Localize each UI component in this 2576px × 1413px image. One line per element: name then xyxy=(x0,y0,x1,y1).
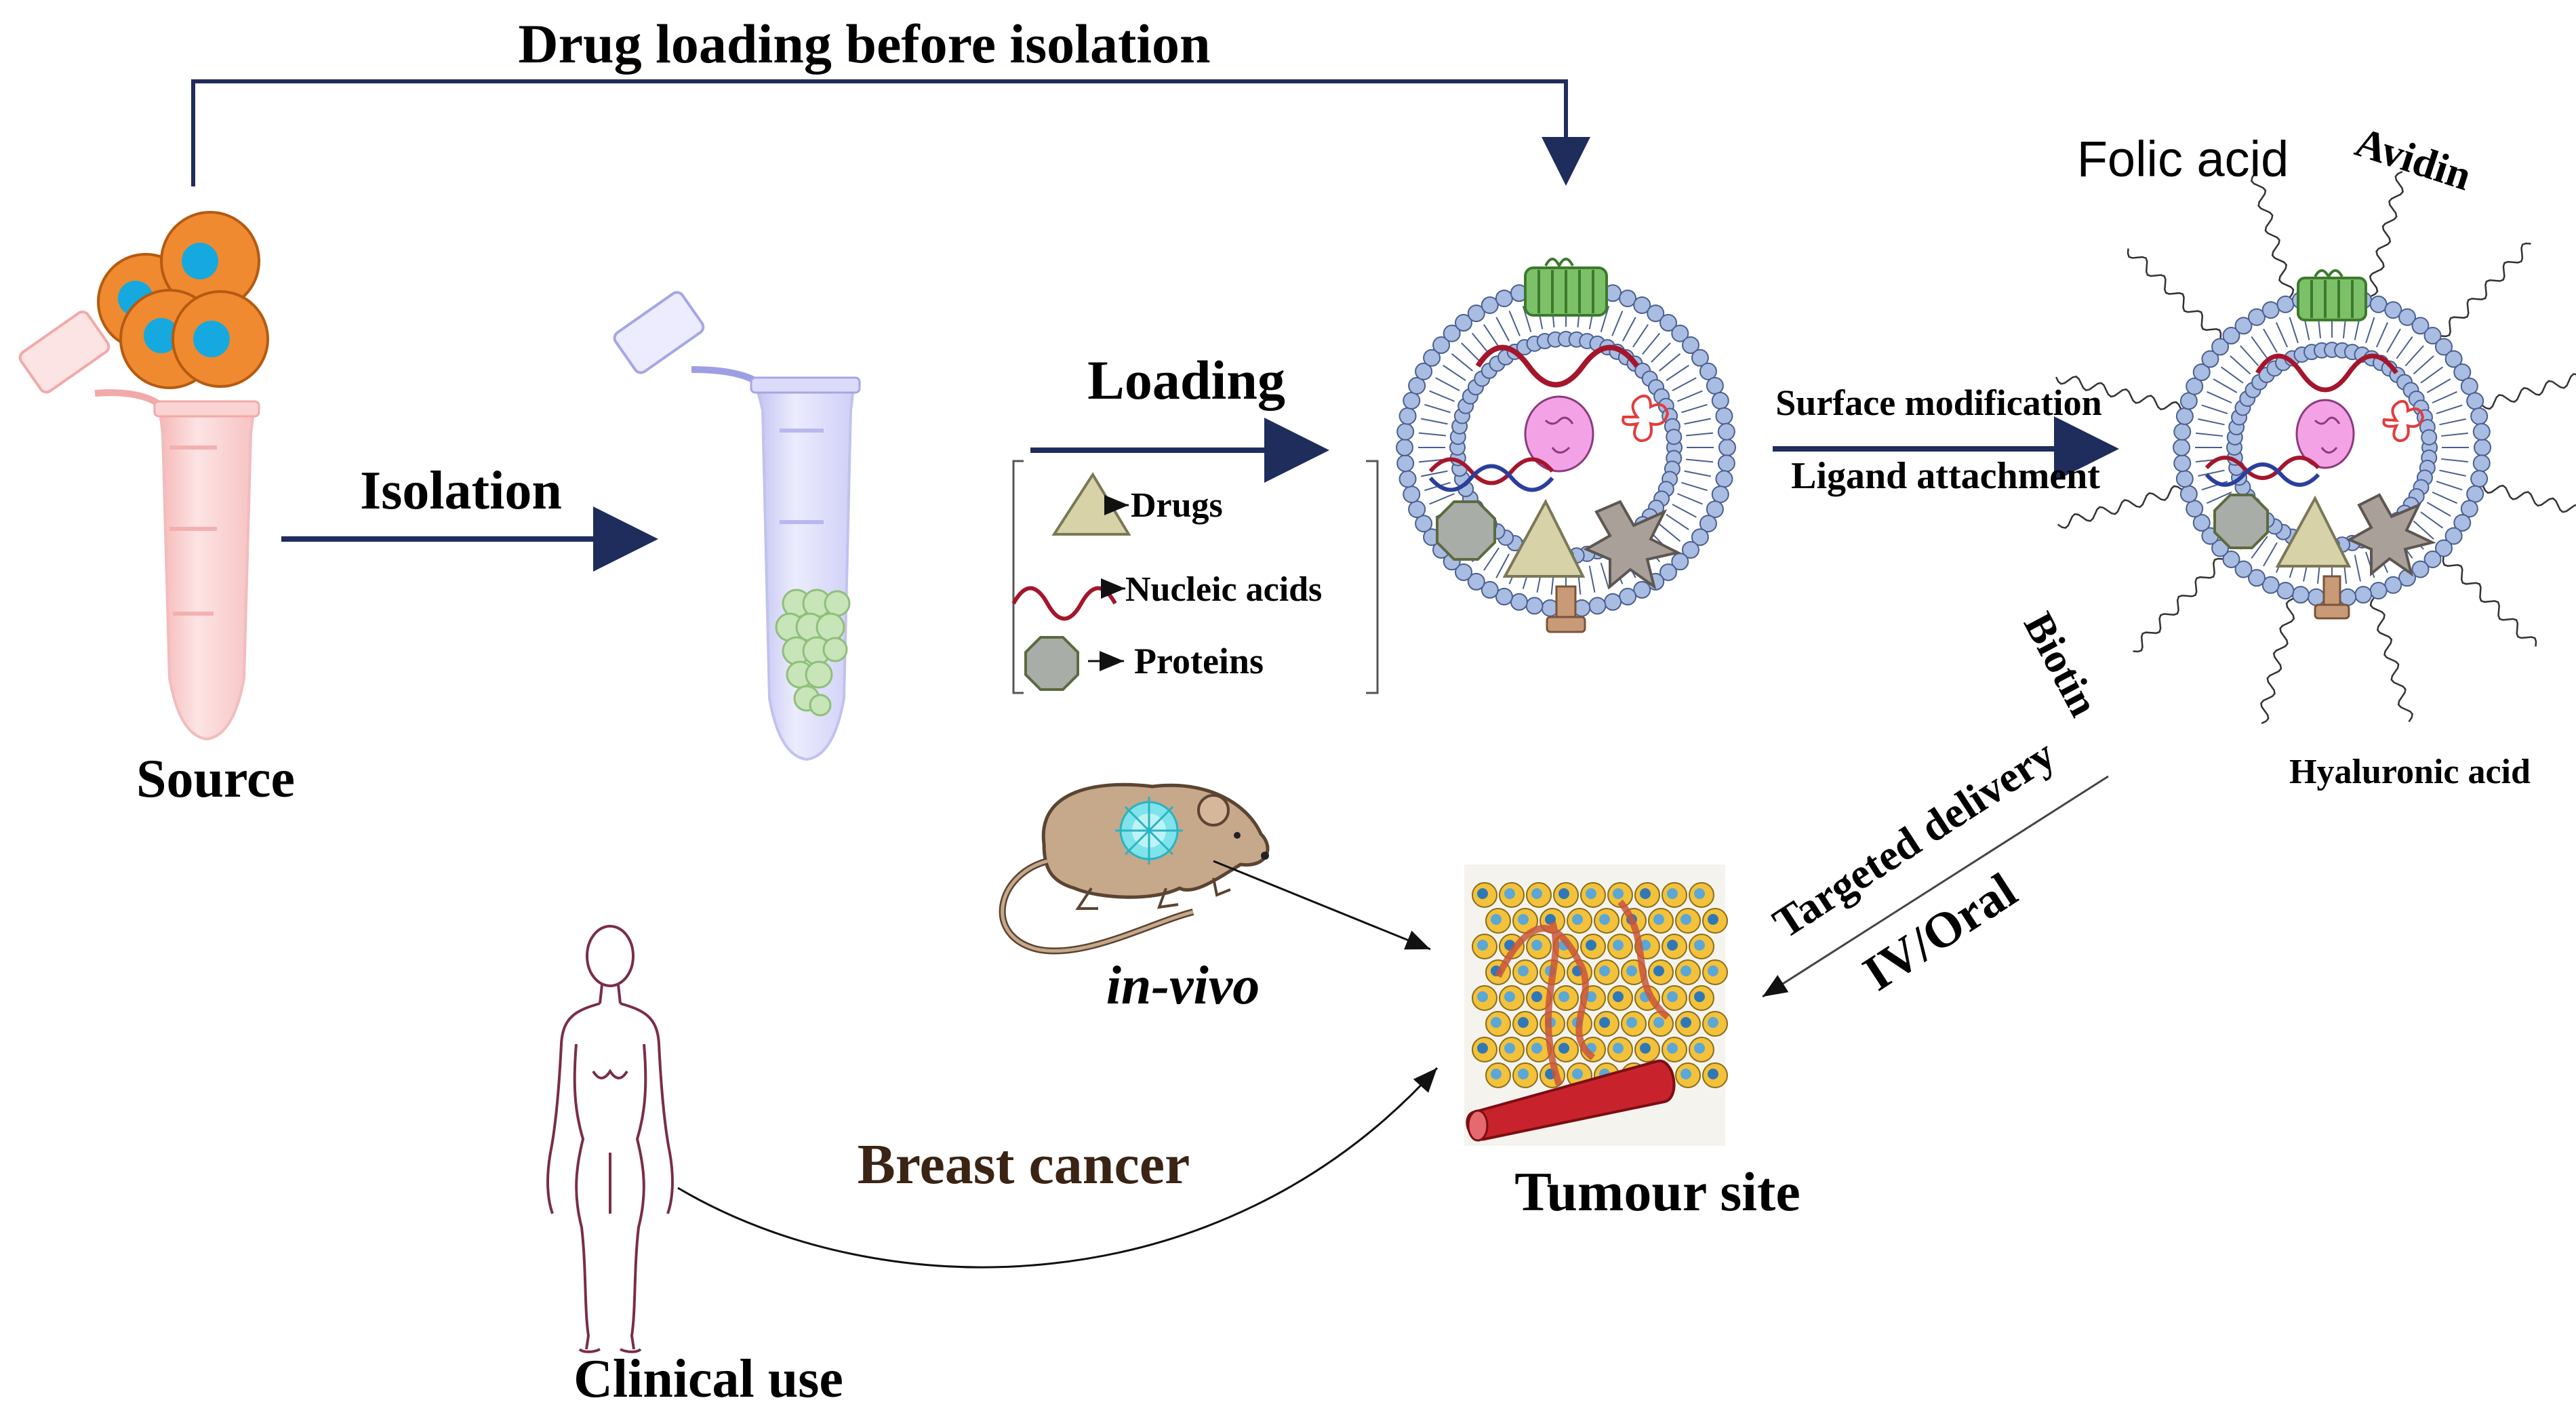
tumour-tissue-icon xyxy=(1464,864,1728,1146)
cargo-legend: Drugs Nucleic acids Proteins xyxy=(1011,460,1379,694)
source-label: Source xyxy=(136,749,295,809)
human-body-icon xyxy=(546,925,674,1353)
drug-loading-before-isolation-label: Drug loading before isolation xyxy=(518,13,1210,75)
ligand-tails xyxy=(2055,170,2576,725)
tumour-site-label: Tumour site xyxy=(1514,1161,1800,1222)
isolation-label: Isolation xyxy=(360,461,562,521)
tumour-cells xyxy=(1472,882,1728,1088)
cell-cluster-icon xyxy=(97,211,269,389)
breast-cancer-arrow xyxy=(677,1067,1438,1269)
membrane-protein-icon xyxy=(1524,258,1608,317)
surface-modification-label: Surface modification xyxy=(1775,382,2101,423)
blood-vessel-icon xyxy=(1466,1059,1676,1141)
targeted-delivery-arrow xyxy=(1762,775,2109,998)
receptor-stalk-icon xyxy=(1546,585,1586,633)
breast-cancer-label: Breast cancer xyxy=(858,1133,1190,1196)
targeted-delivery-label: Targeted delivery xyxy=(1765,730,2064,948)
loading-label: Loading xyxy=(1087,349,1285,411)
folic-acid-label: Folic acid xyxy=(2077,131,2289,187)
hyaluronic-acid-label: Hyaluronic acid xyxy=(2289,753,2531,791)
legend-proteins-label: Proteins xyxy=(1134,641,1264,681)
in-vivo-arrow xyxy=(1213,860,1431,951)
nucleic-acid-icon xyxy=(1011,586,1117,621)
clinical-use-label: Clinical use xyxy=(573,1349,843,1409)
isolated-tube-icon xyxy=(613,291,861,761)
membrane-protein-icon xyxy=(2297,269,2367,321)
legend-nucleic-acids-label: Nucleic acids xyxy=(1125,570,1322,609)
legend-drugs-label: Drugs xyxy=(1131,486,1223,525)
protein-octagon-icon xyxy=(1024,636,1079,691)
source-tube-icon xyxy=(18,311,260,741)
avidin-label: Avidin xyxy=(2350,119,2476,200)
modified-exosome-icon xyxy=(2055,170,2576,725)
mouse-icon xyxy=(999,782,1270,955)
drug-loading-before-isolation-arrow xyxy=(191,79,1590,186)
ligand-attachment-label: Ligand attachment xyxy=(1791,455,2100,497)
biotin-label: Biotin xyxy=(2015,605,2107,724)
exosome-icon xyxy=(1396,258,1736,633)
tumour-spot-icon xyxy=(1115,797,1183,864)
in-vivo-label: in-vivo xyxy=(1106,956,1260,1016)
receptor-stalk-icon xyxy=(2314,575,2350,620)
